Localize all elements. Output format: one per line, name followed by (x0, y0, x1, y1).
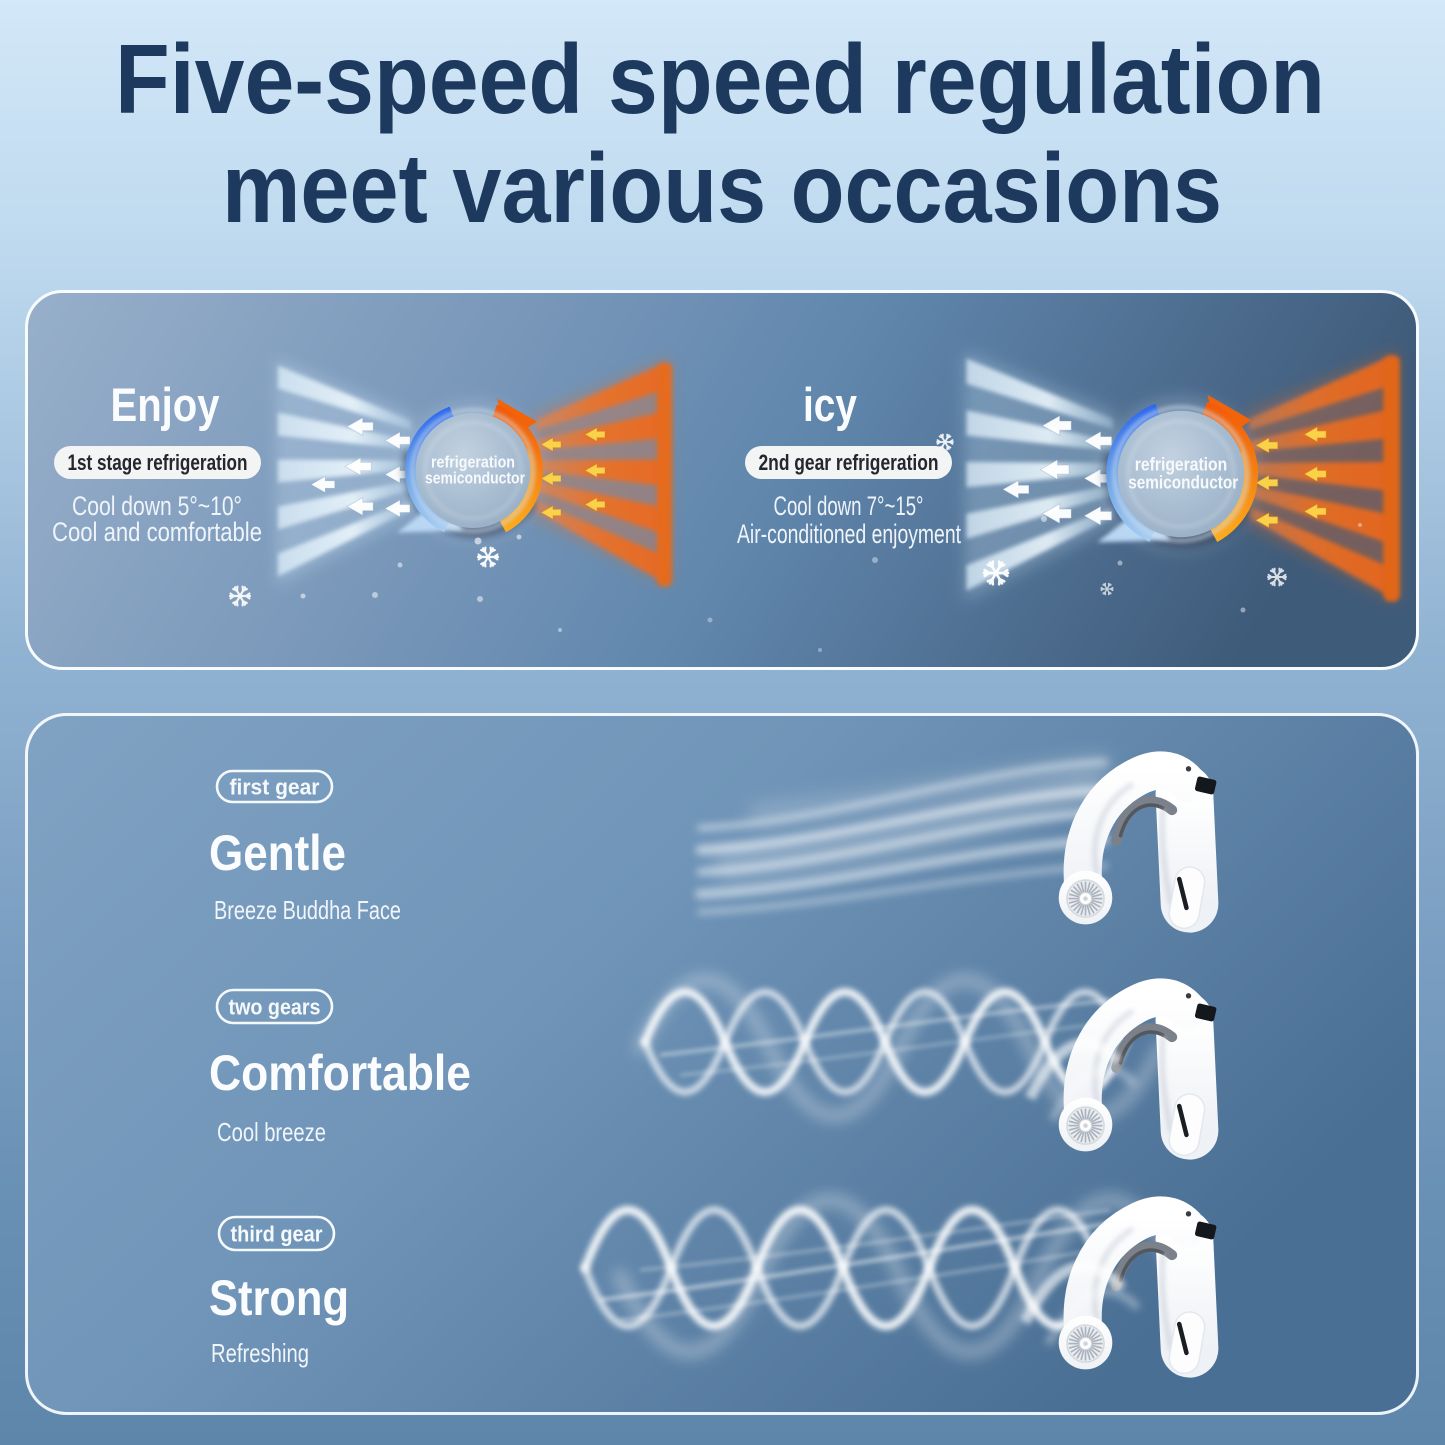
svg-text:Breeze Buddha Face: Breeze Buddha Face (214, 895, 401, 925)
svg-text:Gentle: Gentle (209, 825, 346, 881)
svg-text:Cool and comfortable: Cool and comfortable (52, 517, 262, 547)
svg-text:Comfortable: Comfortable (209, 1045, 471, 1101)
svg-text:first gear: first gear (230, 775, 320, 800)
svg-text:Five-speed speed regulation: Five-speed speed regulation (115, 24, 1325, 134)
svg-text:Enjoy: Enjoy (111, 378, 220, 431)
svg-text:1st stage refrigeration: 1st stage refrigeration (68, 450, 248, 475)
svg-text:meet various occasions: meet various occasions (222, 133, 1222, 243)
svg-text:Cool down 7°~15°: Cool down 7°~15° (774, 491, 924, 521)
svg-text:Strong: Strong (209, 1270, 349, 1326)
svg-text:Air-conditioned enjoyment: Air-conditioned enjoyment (737, 519, 961, 549)
svg-text:Refreshing: Refreshing (211, 1338, 309, 1368)
svg-text:icy: icy (803, 378, 857, 431)
svg-text:two gears: two gears (229, 995, 321, 1020)
svg-text:Cool down 5°~10°: Cool down 5°~10° (72, 491, 242, 521)
svg-text:2nd gear refrigeration: 2nd gear refrigeration (759, 450, 939, 475)
svg-text:third gear: third gear (231, 1222, 323, 1247)
svg-text:Cool breeze: Cool breeze (217, 1117, 326, 1147)
